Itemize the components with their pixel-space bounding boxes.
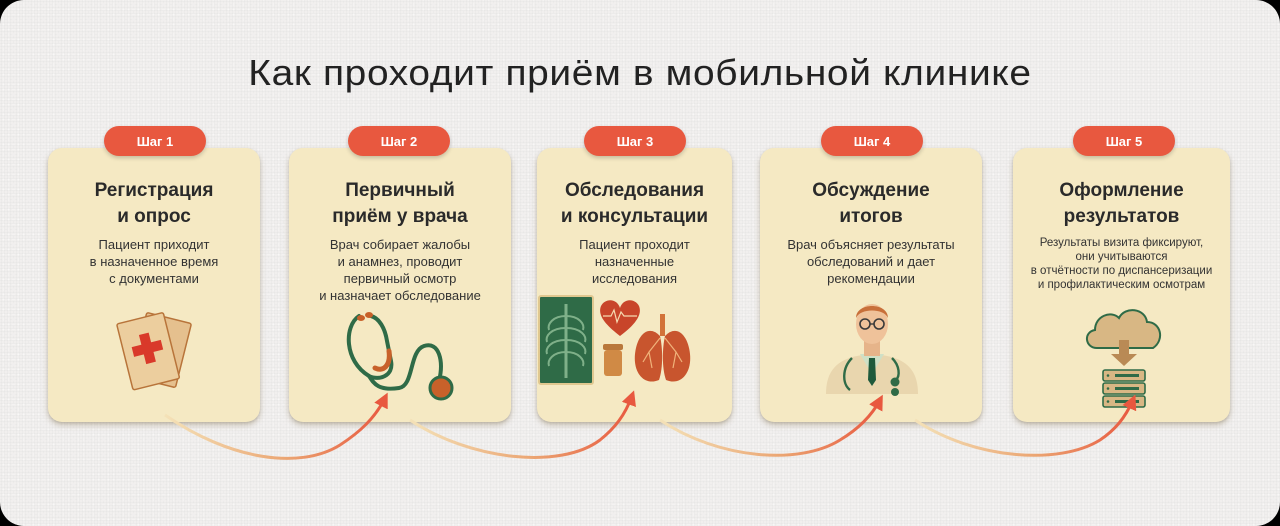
step-5-title: Оформление результатов: [1059, 180, 1184, 227]
step-1-description: Пациент приходит в назначенное время с д…: [89, 237, 219, 286]
step-1-card: Регистрация и опрос Пациент приходит в н…: [48, 148, 260, 422]
heart-icon: [600, 300, 640, 336]
step-3-badge: Шаг 3: [584, 126, 686, 156]
step-4-badge: Шаг 4: [821, 126, 923, 156]
step-2-title: Первичный приём у врача: [332, 180, 468, 227]
step-1-badge: Шаг 1: [104, 126, 206, 156]
doctor-icon: [826, 304, 918, 396]
server-icon: [1102, 369, 1146, 408]
download-arrow-icon: [1111, 340, 1137, 366]
cloud-server-icon: [1086, 309, 1162, 408]
stethoscope-icon: [346, 312, 454, 401]
xray-icon: [538, 295, 594, 385]
step-4-description: Врач объясняет результаты обследований и…: [787, 237, 955, 286]
medical-documents-icon: [116, 312, 192, 391]
step-3-title: Обследования и консультации: [560, 180, 709, 227]
step-4-title: Обсуждение итогов: [812, 180, 930, 227]
specimen-jar-icon: [603, 344, 623, 376]
cloud-icon: [1086, 309, 1162, 349]
step-3-description: Пациент проходит назначенные исследовани…: [579, 237, 690, 286]
xray-heart-lungs-icon: [538, 295, 691, 385]
lungs-icon: [634, 314, 691, 382]
step-2-badge: Шаг 2: [348, 126, 450, 156]
step-5-description: Результаты визита фиксируют, они учитыва…: [1030, 237, 1213, 291]
step-2-description: Врач собирает жалобы и анамнез, проводит…: [319, 237, 481, 303]
step-2-card: Первичный приём у врача Врач собирает жа…: [289, 148, 511, 422]
page-title: Как проходит приём в мобильной клинике: [248, 52, 1032, 93]
step-3-card: Обследования и консультации Пациент прох…: [537, 148, 732, 422]
step-5-card: Оформление результатов Результаты визита…: [1013, 148, 1230, 422]
step-4-card: Обсуждение итогов Врач объясняет результ…: [760, 148, 982, 422]
step-1-title: Регистрация и опрос: [94, 180, 214, 227]
step-5-badge: Шаг 5: [1073, 126, 1175, 156]
